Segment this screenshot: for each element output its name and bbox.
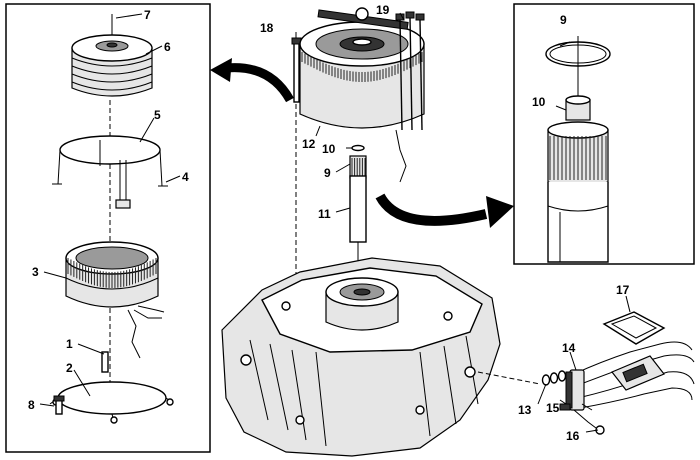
left-detail-panel	[5, 3, 211, 453]
callout-17: 17	[616, 283, 630, 297]
arrow-to-right-panel	[375, 193, 514, 228]
ring-bracket	[52, 135, 168, 209]
right-detail-panel	[513, 3, 695, 265]
callout-6: 6	[164, 40, 171, 54]
callout-3: 3	[32, 265, 39, 279]
transmission-case	[221, 257, 501, 457]
motor-housing-top	[291, 7, 425, 183]
rotor-assembly	[71, 34, 153, 97]
arrow-to-left-panel	[210, 58, 294, 103]
callout-9-main: 9	[324, 166, 331, 180]
callout-9-detail: 9	[560, 13, 567, 27]
gasket	[602, 311, 666, 345]
leader-lines	[39, 12, 631, 433]
callout-14: 14	[562, 341, 576, 355]
seal-rings	[541, 370, 567, 386]
callout-16: 16	[566, 429, 580, 443]
stator-assembly	[65, 241, 165, 359]
callout-4: 4	[182, 170, 189, 184]
callout-5: 5	[154, 108, 161, 122]
callout-10-detail: 10	[532, 95, 546, 109]
callout-12: 12	[302, 137, 316, 151]
wiring-harness	[559, 341, 695, 435]
callout-15: 15	[546, 401, 560, 415]
callout-19: 19	[376, 3, 390, 17]
callout-11: 11	[318, 207, 331, 221]
callout-1: 1	[66, 337, 73, 351]
callout-13: 13	[518, 403, 532, 417]
callout-8: 8	[28, 398, 35, 412]
callout-2: 2	[66, 361, 73, 375]
shaft-assembly	[349, 144, 367, 286]
callout-10-main: 10	[322, 142, 336, 156]
callout-18: 18	[260, 21, 274, 35]
callout-labels: 7 6 5 4 3 1 2 8 18 19 12 10 9 11 9 10 13…	[28, 3, 630, 443]
callout-7: 7	[144, 8, 151, 22]
